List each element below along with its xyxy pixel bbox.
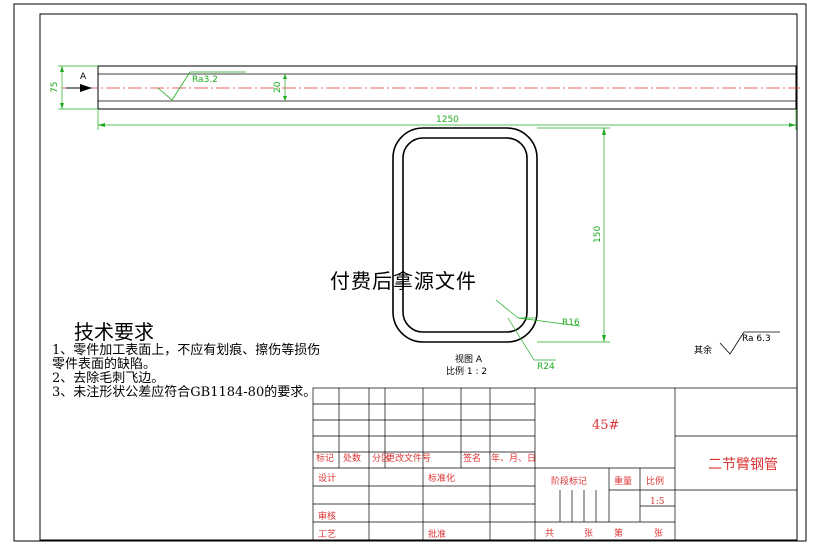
scale-label: 比例 <box>646 477 665 487</box>
header-zone: 分区 <box>372 454 391 464</box>
title-block-grid <box>312 387 798 541</box>
material-label: 45# <box>592 418 620 433</box>
dimension-length-label: 1250 <box>436 115 459 125</box>
sheet-unit-1: 张 <box>584 529 594 539</box>
header-date: 年、月、日 <box>491 454 537 464</box>
weight-label: 重量 <box>614 477 633 487</box>
dimension-height-label: 75 <box>50 82 60 93</box>
roughness-symbol-main: Ra3.2 <box>157 71 246 101</box>
header-mark: 标记 <box>316 454 335 464</box>
role-check: 审核 <box>318 512 337 522</box>
dimension-section-height: 150 <box>537 127 610 343</box>
header-change-doc: 更改文件号 <box>386 454 432 464</box>
tech-line-3: 2、去除毛刺飞边。 <box>52 371 165 386</box>
dimension-inner: 20 <box>273 74 287 101</box>
role-approve: 批准 <box>428 530 447 540</box>
view-arrow-a: A <box>66 72 92 92</box>
sheet-nth: 第 <box>614 529 624 539</box>
technical-requirements: 技术要求 1、零件加工表面上，不应有划痕、擦伤等损伤 零件表面的缺陷。 2、去除… <box>52 320 320 400</box>
tech-title: 技术要求 <box>74 320 154 344</box>
radius-inner-label: R16 <box>562 318 580 328</box>
scale-value: 1:5 <box>650 497 665 507</box>
part-name: 二节臂钢管 <box>708 457 778 473</box>
stage-label: 阶段标记 <box>551 477 588 487</box>
radius-outer-label: R24 <box>537 362 555 372</box>
dimension-length: 1250 <box>97 109 797 130</box>
view-label-a: A <box>80 72 87 82</box>
role-design: 设计 <box>318 474 337 484</box>
view-caption-line1: 视图 A <box>455 353 483 365</box>
roughness-main-label: Ra3.2 <box>192 75 218 85</box>
tech-line-4: 3、未注形状公差应符合GB1184-80的要求。 <box>52 385 317 400</box>
header-count: 处数 <box>343 454 362 464</box>
role-process: 工艺 <box>318 530 337 540</box>
view-caption-line2: 比例 1 : 2 <box>446 365 487 377</box>
sheet-outer-border <box>13 3 807 542</box>
tech-line-1: 1、零件加工表面上，不应有划痕、擦伤等损伤 <box>52 343 321 358</box>
sheet-unit-2: 张 <box>654 529 664 539</box>
header-signature: 签名 <box>463 454 482 464</box>
role-standard: 标准化 <box>428 474 456 484</box>
roughness-rest-prefix: 其余 <box>694 344 712 356</box>
watermark: 付费后拿源文件 <box>330 269 477 293</box>
dimension-inner-label: 20 <box>273 81 283 93</box>
roughness-rest-label: Ra 6.3 <box>742 334 771 344</box>
sheet-total: 共 <box>545 529 555 539</box>
dimension-section-height-label: 150 <box>593 226 603 243</box>
dimension-height: 75 <box>50 65 98 110</box>
radius-leaders: R16 R24 <box>495 299 581 372</box>
roughness-symbol-rest: 其余 Ra 6.3 <box>694 331 780 356</box>
tube-side-view <box>62 65 800 110</box>
tube-cross-section <box>392 127 538 343</box>
tech-line-2: 零件表面的缺陷。 <box>52 357 157 372</box>
